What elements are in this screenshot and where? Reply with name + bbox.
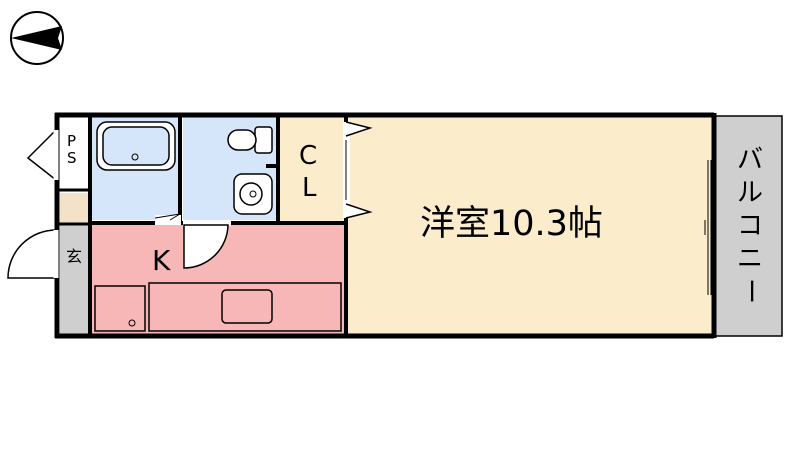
entrance: [60, 225, 90, 334]
closet-label-l: L: [302, 173, 317, 203]
closet-doors: [343, 121, 373, 219]
balcony-window: [704, 160, 712, 295]
shoe-box: [60, 193, 90, 223]
closet-label-c: C: [299, 141, 318, 171]
compass-icon: [10, 11, 64, 65]
pipe-space-door: [26, 128, 59, 182]
kitchen-label: K: [152, 244, 171, 277]
pipe-space-label-s: S: [67, 149, 77, 167]
bath-door: [154, 213, 181, 225]
western-room-label: 洋室10.3帖: [420, 204, 603, 244]
balcony: [711, 115, 783, 337]
balcony-label-3: コ: [737, 211, 764, 241]
washroom-door: [183, 220, 231, 269]
entrance-door: [7, 229, 59, 279]
pipe-space: [60, 117, 90, 189]
western-room: [346, 117, 712, 334]
balcony-label-2: ル: [737, 178, 764, 208]
balcony-label-4: ニ: [737, 244, 764, 274]
bathtub-icon: [96, 121, 176, 171]
balcony-label-5: ー: [735, 278, 765, 305]
sink-icon: [233, 173, 273, 215]
refrigerator-icon: [94, 285, 146, 332]
washroom-partition: [266, 164, 278, 168]
toilet-icon: [227, 126, 273, 154]
closet: [278, 117, 346, 225]
pipe-space-label-p: P: [67, 132, 77, 150]
balcony-label-1: バ: [737, 145, 764, 175]
kitchen-counter-icon: [148, 282, 342, 332]
entrance-label: 玄: [66, 247, 83, 266]
